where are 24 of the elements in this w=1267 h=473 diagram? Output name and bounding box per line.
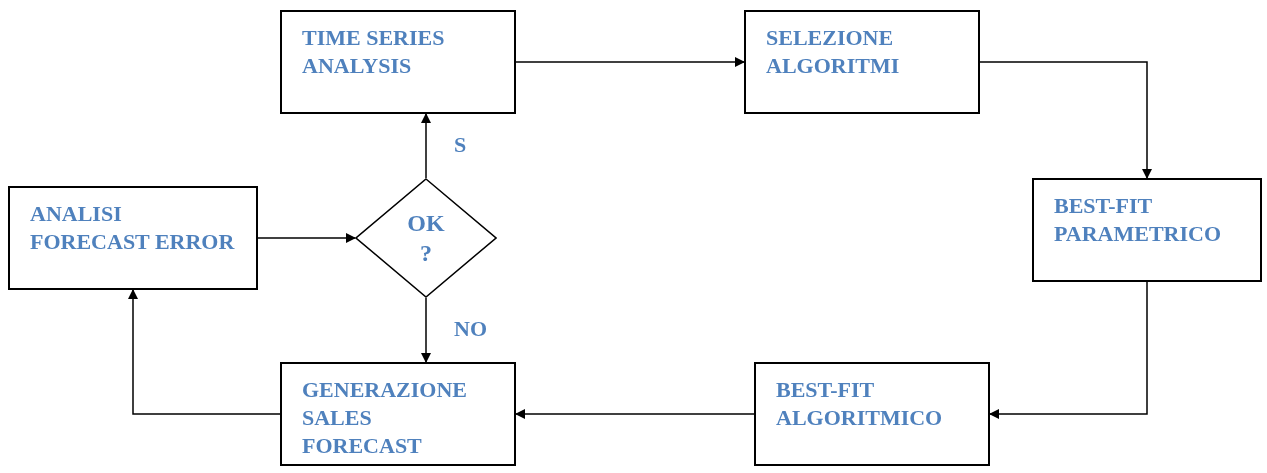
process-box [280,10,516,114]
decision-diamond [355,178,497,298]
arrow [515,409,755,419]
process-box [8,186,258,290]
process-box [1032,178,1262,282]
edge-label: S [454,134,467,156]
arrow [421,113,431,179]
decision-text: OK ? [406,209,446,268]
process-box [754,362,990,466]
arrow [128,289,281,415]
box-text: SELEZIONE ALGORITMI [766,24,901,80]
arrow [515,57,745,67]
process-box [280,362,516,466]
arrow [257,233,356,243]
box-text: GENERAZIONE SALES FORECAST [302,376,469,460]
arrow [989,281,1148,419]
box-text: TIME SERIES ANALYSIS [302,24,446,80]
arrow [979,61,1152,179]
box-text: BEST-FIT PARAMETRICO [1054,192,1223,248]
edge-label: NO [454,318,487,340]
box-text: BEST-FIT ALGORITMICO [776,376,944,432]
arrow [421,297,431,363]
process-box [744,10,980,114]
box-text: ANALISI FORECAST ERROR [30,200,236,256]
